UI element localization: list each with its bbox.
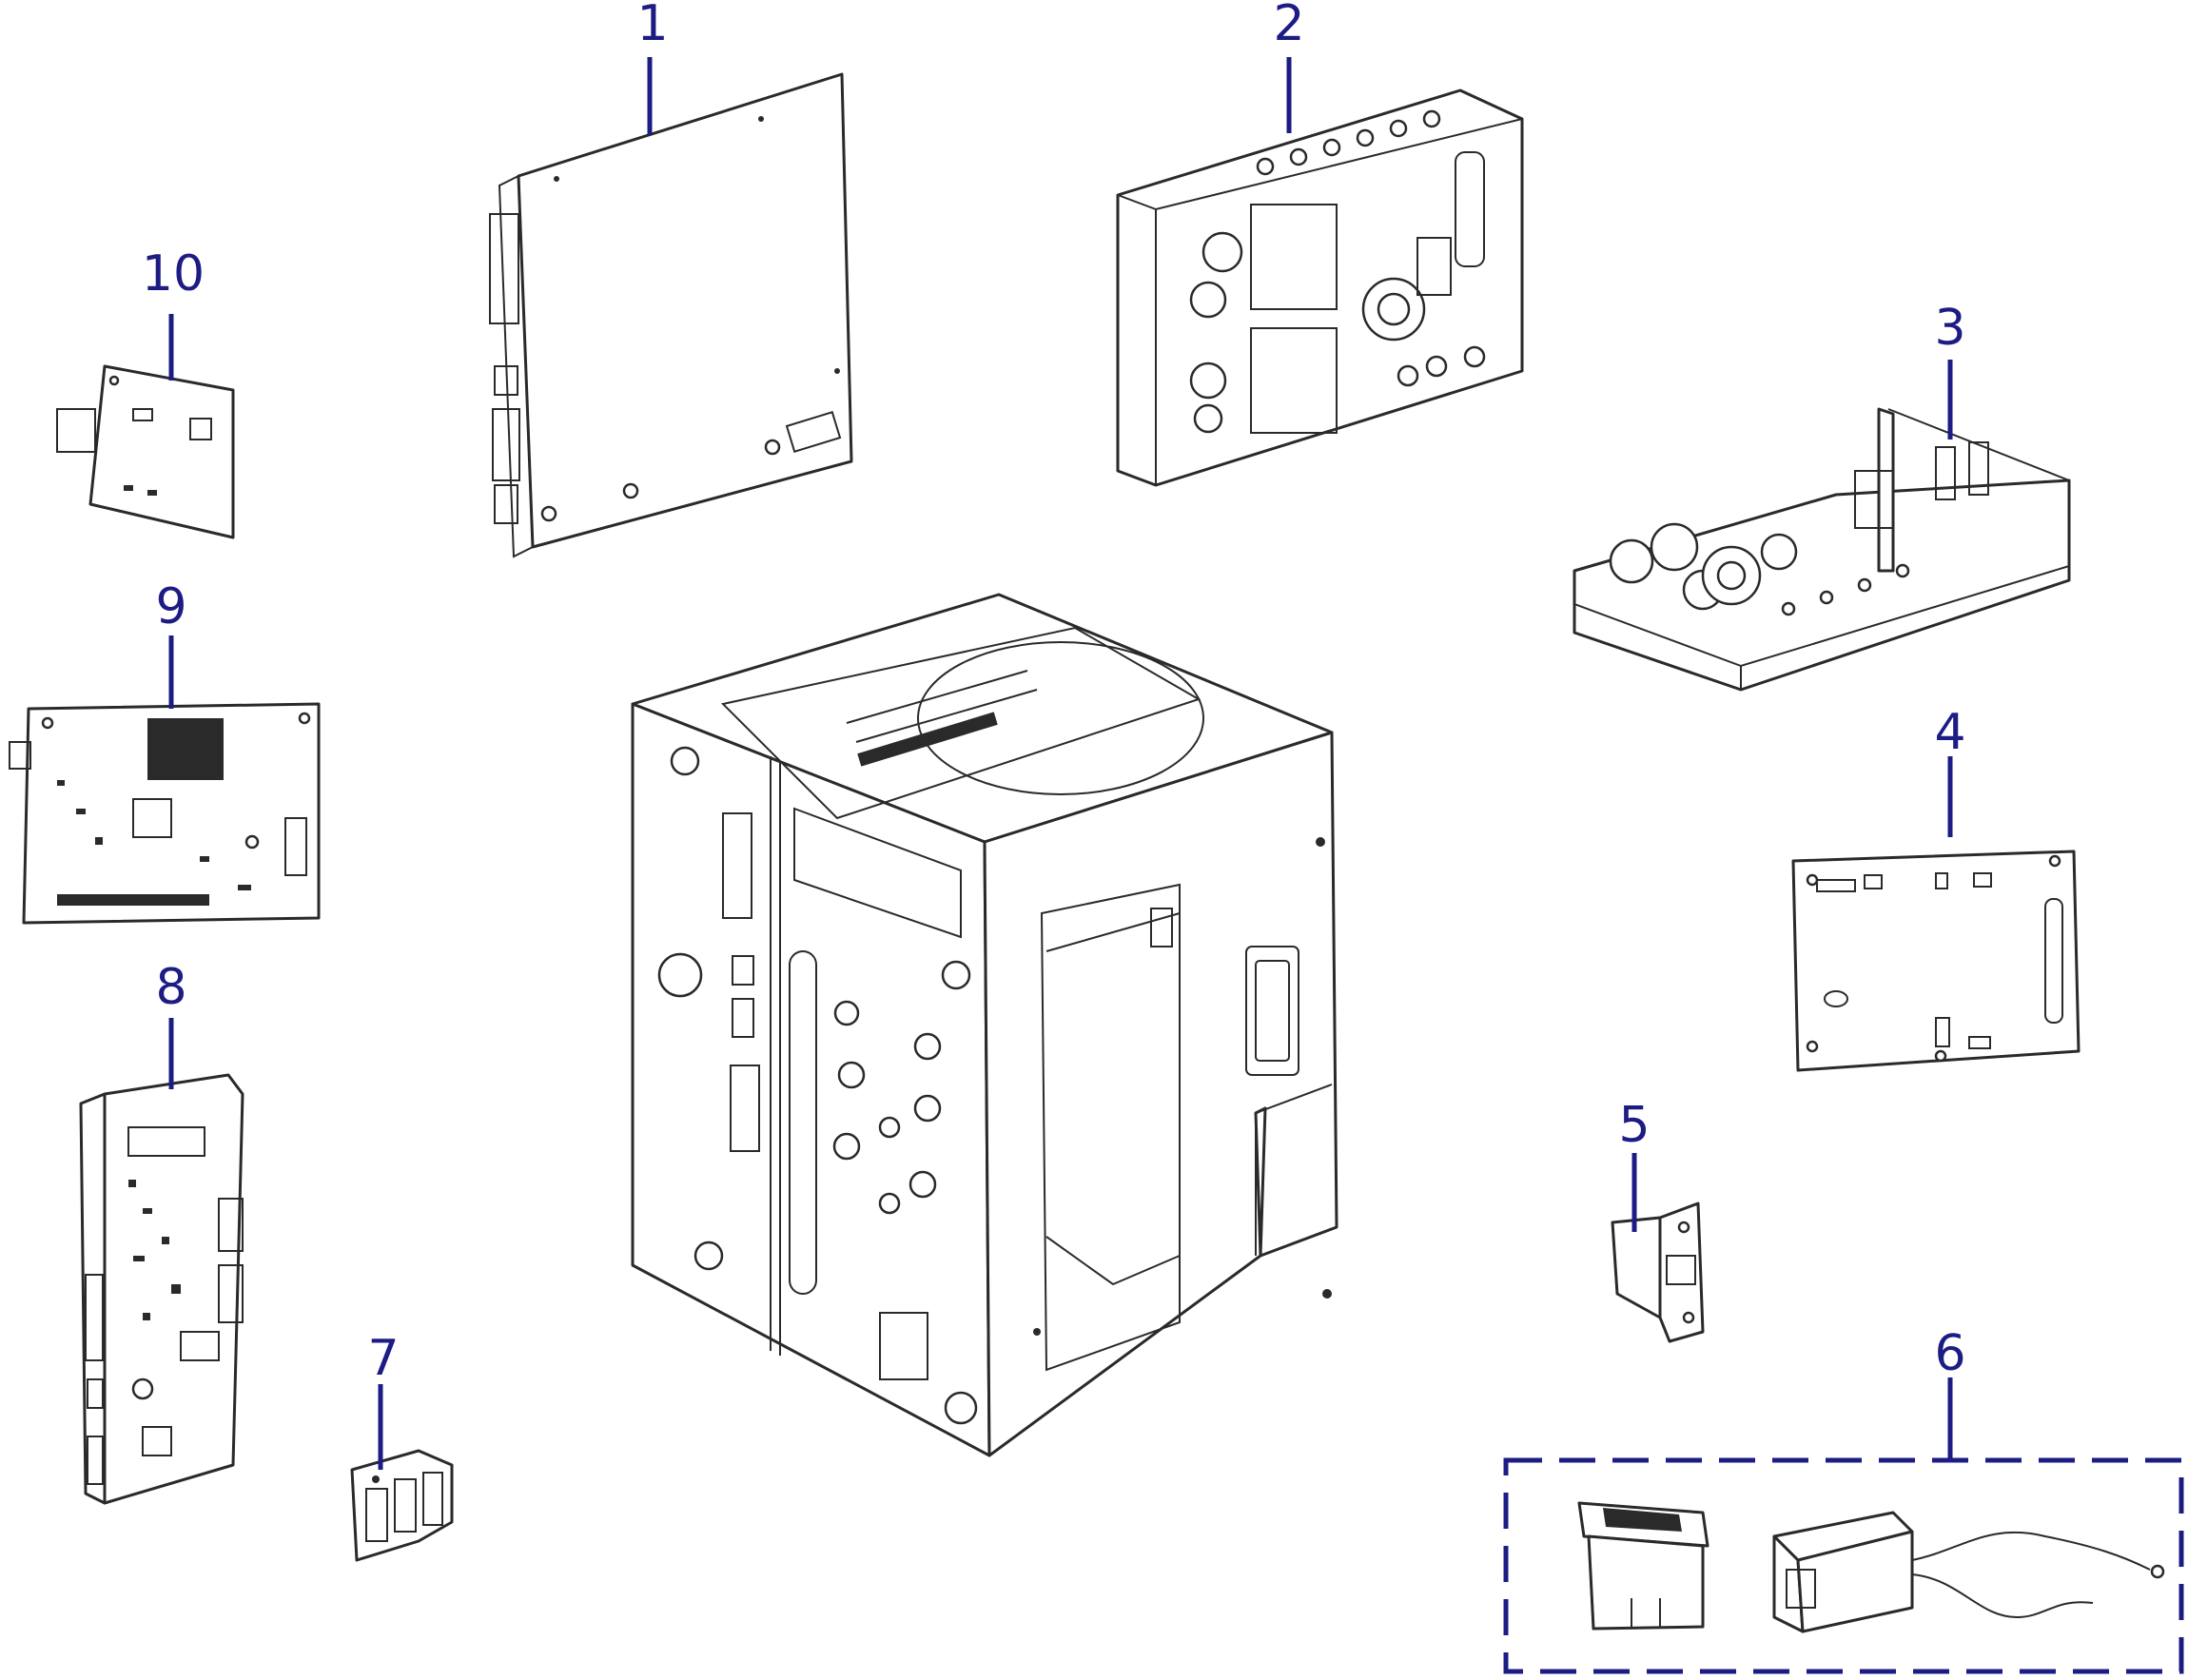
- callout-10: 10: [142, 245, 205, 303]
- callout-2: 2: [1273, 0, 1304, 52]
- part-9-board: [9, 702, 321, 925]
- part-3-power-tray: [1573, 407, 2071, 692]
- part-2-power-supply: [1116, 88, 1524, 487]
- power-entry-module: [1772, 1511, 2165, 1633]
- part-7-terminal-block: [350, 1449, 454, 1562]
- part-8-vertical-card: [79, 1073, 244, 1505]
- main-chassis: [631, 593, 1338, 1457]
- callout-5: 5: [1618, 1097, 1650, 1154]
- part-5-bracket: [1611, 1201, 1705, 1343]
- part-1-board: [489, 72, 853, 558]
- callout-3: 3: [1934, 300, 1965, 357]
- callout-4: 4: [1934, 704, 1965, 761]
- callout-8: 8: [155, 959, 186, 1016]
- callout-6: 6: [1934, 1325, 1965, 1382]
- callout-1: 1: [636, 0, 668, 52]
- callout-9: 9: [155, 578, 186, 635]
- leader-lines: [168, 57, 1953, 1470]
- connector-row: [1256, 109, 1441, 176]
- rocker-switch: [1577, 1501, 1709, 1631]
- part-6-switch-set: [1503, 1457, 2184, 1674]
- callout-7: 7: [367, 1330, 399, 1387]
- component-cluster: [57, 780, 251, 890]
- part-4-board: [1791, 850, 2081, 1072]
- callout-labels: 1 2 3 4 5 6 7 8 9 10: [142, 0, 1966, 1387]
- part-10-small-board: [56, 364, 235, 539]
- component-cluster: [128, 1180, 181, 1320]
